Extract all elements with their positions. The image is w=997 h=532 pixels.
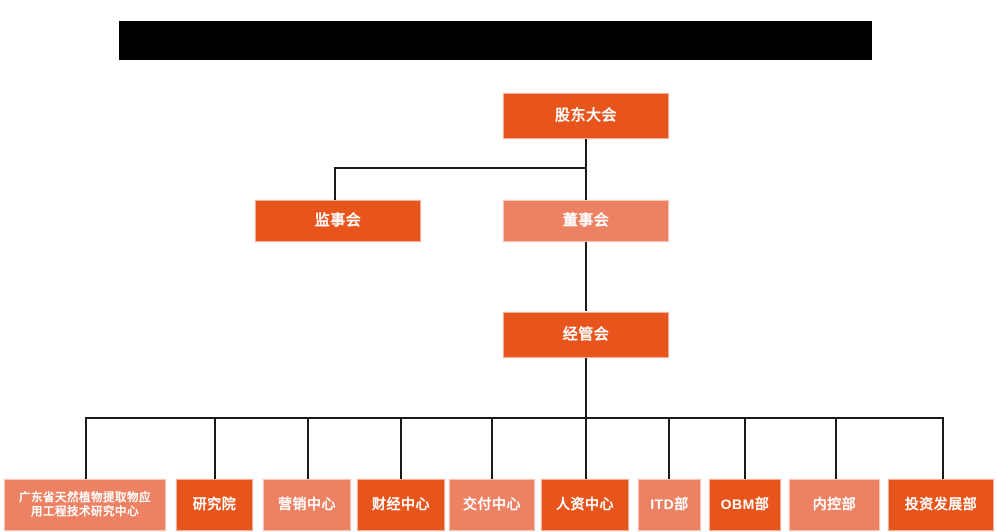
connector-management-down [585,358,587,418]
department-box-marketing-center[interactable]: 营销中心 [263,479,351,531]
department-box-hr-center[interactable]: 人资中心 [541,479,629,531]
department-box-finance-center[interactable]: 财经中心 [357,479,445,531]
connector-drop-1 [85,417,87,479]
connector-drop-3 [307,417,309,479]
department-label-delivery-center: 交付中心 [463,496,521,513]
connector-level2-horizontal [335,167,587,169]
department-label-internal-control: 内控部 [812,496,857,513]
connector-directors-to-management [585,240,587,311]
node-management-committee-label: 经管会 [562,325,610,343]
connector-shareholders-down [585,139,587,169]
connector-department-bus [85,417,943,419]
node-shareholders-meeting[interactable]: 股东大会 [503,93,669,139]
header-title-bar [119,21,872,60]
connector-drop-9 [835,417,837,479]
node-management-committee[interactable]: 经管会 [503,312,669,358]
connector-drop-4 [400,417,402,479]
connector-directors-down [585,167,587,200]
connector-drop-7 [668,417,670,479]
node-board-of-supervisors-label: 监事会 [314,211,362,229]
node-board-of-directors[interactable]: 董事会 [503,200,669,242]
department-label-research-institute: 研究院 [192,496,237,513]
department-box-itd[interactable]: ITD部 [638,479,701,531]
node-board-of-directors-label: 董事会 [562,211,610,229]
node-shareholders-meeting-label: 股东大会 [554,106,617,124]
department-label-itd: ITD部 [650,496,689,513]
department-label-hr-center: 人资中心 [556,496,614,513]
department-label-obm: OBM部 [720,496,770,513]
connector-drop-6 [585,417,587,479]
node-board-of-supervisors[interactable]: 监事会 [255,200,421,242]
connector-drop-10 [942,417,944,479]
department-box-delivery-center[interactable]: 交付中心 [449,479,535,531]
department-label-marketing-center: 营销中心 [278,496,336,513]
department-label-investment-development: 投资发展部 [904,496,978,513]
connector-drop-5 [491,417,493,479]
connector-drop-2 [214,417,216,479]
department-box-obm[interactable]: OBM部 [709,479,781,531]
department-box-internal-control[interactable]: 内控部 [789,479,880,531]
connector-drop-8 [744,417,746,479]
department-box-investment-development[interactable]: 投资发展部 [888,479,994,531]
department-box-guangdong-research-center[interactable]: 广东省天然植物提取物应 用工程技术研究中心 [4,479,166,531]
connector-supervisors-down [334,167,336,200]
department-label-guangdong-research-center: 广东省天然植物提取物应 用工程技术研究中心 [19,491,151,518]
department-label-finance-center: 财经中心 [372,496,430,513]
department-box-research-institute[interactable]: 研究院 [176,479,253,531]
